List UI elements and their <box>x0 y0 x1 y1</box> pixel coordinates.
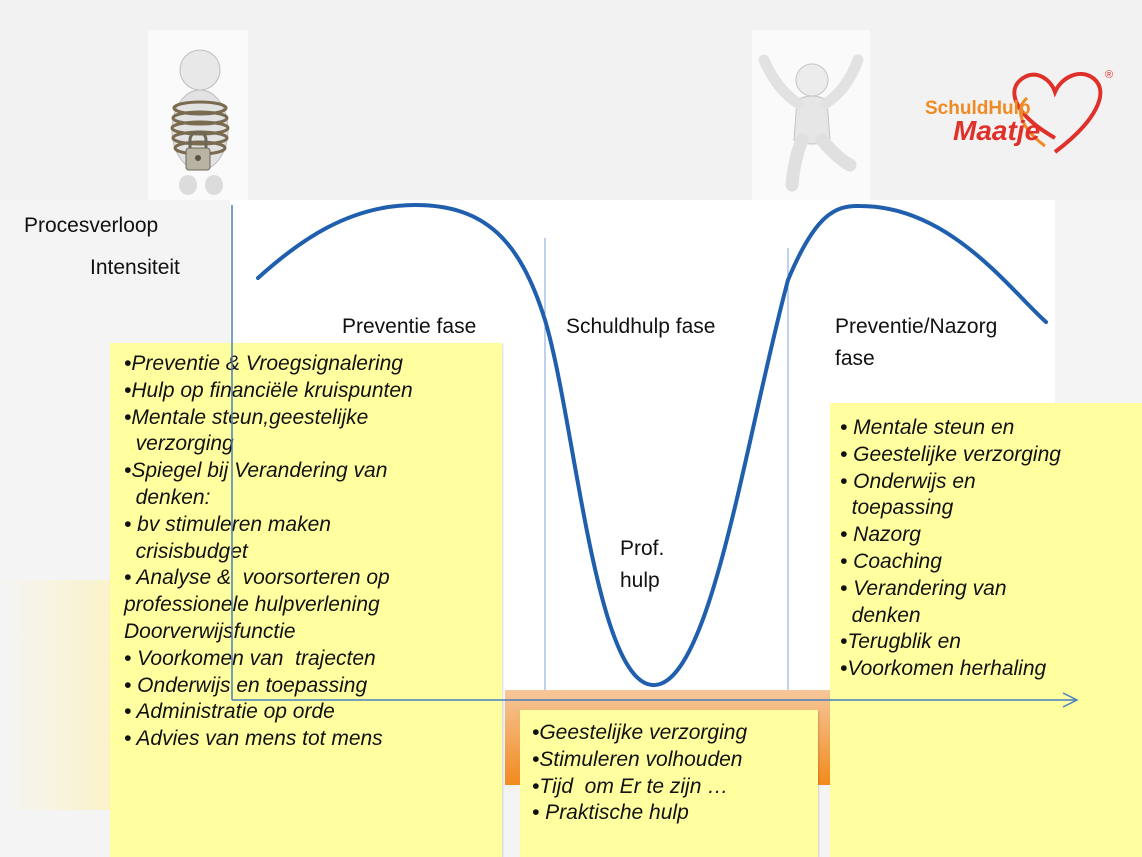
right-info-box: • Mentale steun en • Geestelijke verzorg… <box>830 403 1142 857</box>
list-item: •Voorkomen herhaling <box>840 657 1047 681</box>
list-item: denken <box>840 603 921 627</box>
schuldhulpmaatje-logo: SchuldHulp Maatje ® <box>925 69 1113 154</box>
phase-label-schuldhulp: Schuldhulp fase <box>566 315 716 338</box>
logo-registered-mark: ® <box>1105 69 1113 81</box>
list-item: Doorverwijsfunctie <box>124 619 296 643</box>
list-item: • Geestelijke verzorging <box>840 442 1061 466</box>
list-item: • Nazorg <box>840 523 921 547</box>
list-item: •Preventie & Vroegsignalering <box>124 352 403 375</box>
jumping-person-icon <box>758 54 864 192</box>
phase-label-nazorg-line2: fase <box>835 347 875 370</box>
middle-info-box: •Geestelijke verzorging •Stimuleren volh… <box>520 710 818 857</box>
list-item: denken: <box>124 485 211 509</box>
axis-title: Procesverloop <box>24 214 159 237</box>
list-item: • Onderwijs en toepassing <box>124 673 368 697</box>
x-axis-arrow-icon <box>1062 692 1079 708</box>
list-item: • Praktische hulp <box>532 801 689 825</box>
intensity-curve <box>256 202 1048 688</box>
list-item: •Geestelijke verzorging <box>532 721 748 744</box>
trough-label-line1: Prof. <box>620 537 665 560</box>
list-item: •Stimuleren volhouden <box>532 747 743 771</box>
logo-line2: Maatje <box>953 115 1040 146</box>
phase-label-nazorg: Preventie/Nazorg fase <box>835 314 997 372</box>
trough-label: Prof. hulp <box>620 536 664 594</box>
phase-label-preventie: Preventie fase <box>342 315 477 338</box>
list-item: crisisbudget <box>124 539 248 563</box>
trough-label-line2: hulp <box>620 569 660 592</box>
list-item: • Analyse & voorsorteren op <box>124 566 390 590</box>
list-item: professionele hulpverlening <box>124 593 380 617</box>
list-item: •Terugblik en <box>840 630 961 654</box>
list-item: verzorging <box>124 432 234 456</box>
list-item: • Mentale steun en <box>840 416 1015 439</box>
list-item: • Coaching <box>840 549 942 573</box>
chained-person-icon <box>170 49 230 195</box>
y-axis-label: Intensiteit <box>90 256 180 279</box>
phase-label-nazorg-line1: Preventie/Nazorg <box>835 315 998 338</box>
list-item: • Advies van mens tot mens <box>124 727 383 751</box>
list-item: •Spiegel bij Verandering van <box>124 459 388 483</box>
list-item: •Mentale steun,geestelijke <box>124 405 369 429</box>
left-fade-panel <box>0 580 120 810</box>
list-item: • Administratie op orde <box>124 700 335 724</box>
list-item: • bv stimuleren maken <box>124 512 331 536</box>
list-item: • Voorkomen van trajecten <box>124 646 376 670</box>
left-info-box: •Preventie & Vroegsignalering •Hulp op f… <box>110 343 502 857</box>
logo-line1: SchuldHulp <box>925 98 1031 119</box>
list-item: •Tijd om Er te zijn … <box>532 774 729 798</box>
list-item: • Verandering van <box>840 576 1007 600</box>
list-item: •Hulp op financiële kruispunten <box>124 378 413 402</box>
list-item: • Onderwijs en <box>840 469 976 493</box>
list-item: toepassing <box>840 496 954 520</box>
